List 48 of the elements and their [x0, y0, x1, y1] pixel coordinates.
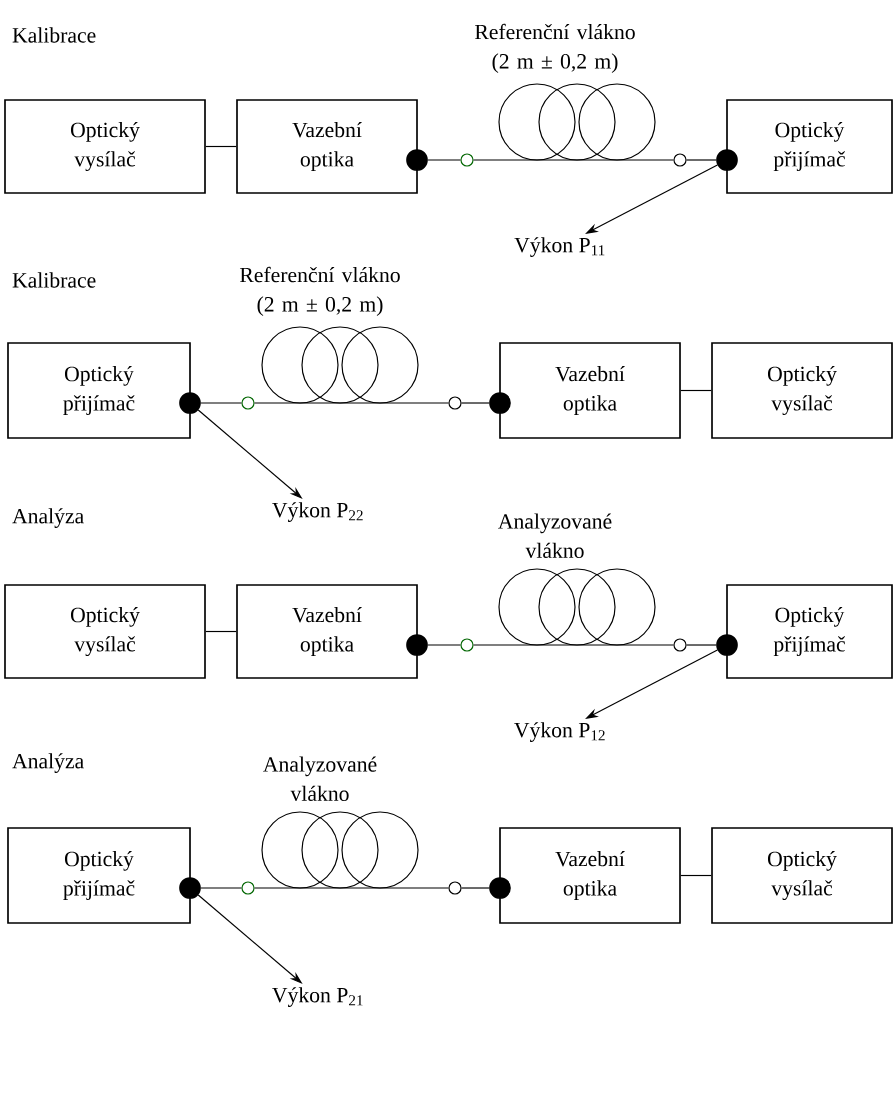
- device-box: Optický vysílač: [4, 99, 206, 194]
- fiber-label: Analyzované vlákno: [498, 513, 612, 558]
- fiber-label: Analyzované vlákno: [263, 756, 377, 801]
- device-box: Optický přijímač: [7, 827, 191, 924]
- fiber-line: [254, 402, 449, 404]
- power-label: Výkon P$_{12}$: [514, 722, 605, 742]
- fiber-line: [200, 887, 242, 889]
- fiber-line: [473, 644, 674, 646]
- fiber-line: [686, 159, 717, 161]
- fiber-coil-drawing: [498, 83, 656, 161]
- row-title: Kalibrace: [12, 27, 96, 43]
- power-label: Výkon P$_{22}$: [272, 502, 363, 522]
- fiber-line: [205, 145, 237, 148]
- fiber-line: [686, 644, 717, 646]
- row-title: Analýza: [12, 753, 84, 773]
- device-box: Vazební optika: [236, 99, 418, 194]
- power-label: Výkon P$_{11}$: [514, 237, 605, 257]
- connector-dot: [406, 634, 428, 656]
- fiber-coil-drawing: [498, 568, 656, 646]
- connector-dot: [179, 877, 201, 899]
- row-title: Analýza: [12, 508, 84, 528]
- device-box: Optický vysílač: [711, 827, 893, 924]
- fiber-line: [680, 389, 712, 392]
- device-box: Optický vysílač: [4, 584, 206, 679]
- device-box: Optický vysílač: [711, 342, 893, 439]
- fiber-label: Referenční vlákno (2 m ± 0,2 m): [240, 266, 400, 316]
- fiber-line: [205, 630, 237, 633]
- fiber-label: Referenční vlákno (2 m ± 0,2 m): [475, 23, 635, 73]
- fiber-coil-drawing: [261, 811, 419, 889]
- device-box: Optický přijímač: [7, 342, 191, 439]
- connector-dot: [179, 392, 201, 414]
- connector-dot: [406, 149, 428, 171]
- fiber-line: [427, 159, 461, 161]
- device-box: Vazební optika: [499, 342, 681, 439]
- fiber-line: [200, 402, 242, 404]
- fiber-line: [427, 644, 461, 646]
- fiber-coil-drawing: [261, 326, 419, 404]
- fiber-line: [473, 159, 674, 161]
- fiber-line: [680, 874, 712, 877]
- fiber-line: [254, 887, 449, 889]
- device-box: Optický přijímač: [726, 584, 893, 679]
- row-title: Kalibrace: [12, 272, 96, 288]
- device-box: Vazební optika: [236, 584, 418, 679]
- device-box: Optický přijímač: [726, 99, 893, 194]
- device-box: Vazební optika: [499, 827, 681, 924]
- fiber-line: [461, 887, 490, 889]
- power-label: Výkon P$_{21}$: [272, 987, 363, 1007]
- fiber-line: [461, 402, 490, 404]
